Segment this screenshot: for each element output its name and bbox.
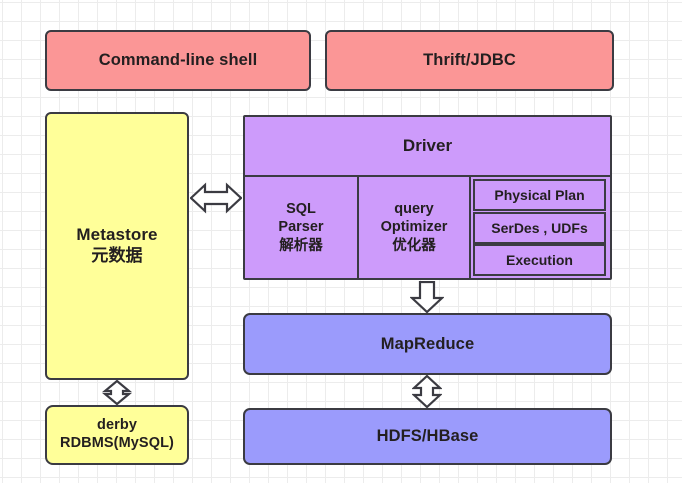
node-query-optimizer-line3: 优化器 [392, 237, 436, 254]
node-command-line-shell-label: Command-line shell [98, 51, 258, 70]
node-mapreduce[interactable]: MapReduce [243, 313, 612, 375]
node-mapreduce-label: MapReduce [380, 334, 475, 353]
node-physical-plan-label: Physical Plan [494, 187, 585, 203]
arrow-driver-mapreduce-down [410, 281, 444, 313]
node-execution-label: Execution [506, 252, 573, 268]
arrow-metastore-derby-bidirectional [102, 380, 132, 405]
node-rdbms-label: RDBMS(MySQL) [60, 435, 174, 451]
node-hdfs-hbase[interactable]: HDFS/HBase [243, 408, 612, 465]
node-sql-parser-line1: SQL [286, 201, 316, 218]
node-thrift-jdbc[interactable]: Thrift/JDBC [325, 30, 614, 91]
node-command-line-shell[interactable]: Command-line shell [45, 30, 311, 91]
arrow-mapreduce-hdfs-bidirectional [412, 375, 442, 408]
node-sql-parser-line2: Parser [278, 219, 324, 236]
node-query-optimizer-line2: Optimizer [380, 219, 448, 236]
node-execution[interactable]: Execution [473, 244, 606, 276]
node-driver-title: Driver [245, 117, 610, 177]
node-driver[interactable]: Driver SQL Parser 解析器 query Optimizer 优化… [243, 115, 612, 280]
node-sql-parser[interactable]: SQL Parser 解析器 [245, 177, 359, 278]
node-derby-label: derby [97, 417, 137, 434]
node-physical-plan[interactable]: Physical Plan [473, 179, 606, 211]
node-derby-rdbms[interactable]: derby RDBMS(MySQL) [45, 405, 189, 465]
node-metastore-label: Metastore [76, 225, 158, 245]
node-driver-title-label: Driver [402, 136, 453, 155]
node-hdfs-hbase-label: HDFS/HBase [376, 427, 479, 446]
node-serdes-udfs[interactable]: SerDes , UDFs [473, 211, 606, 244]
node-metastore-label-cn: 元数据 [91, 246, 143, 265]
node-sql-parser-line3: 解析器 [279, 237, 323, 254]
driver-columns: SQL Parser 解析器 query Optimizer 优化器 Physi… [245, 177, 610, 278]
node-serdes-udfs-label: SerDes , UDFs [491, 219, 588, 236]
node-metastore[interactable]: Metastore 元数据 [45, 112, 189, 380]
node-query-optimizer-line1: query [394, 201, 434, 218]
node-thrift-jdbc-label: Thrift/JDBC [423, 51, 516, 70]
arrow-metastore-driver-bidirectional [190, 182, 242, 214]
driver-execution-stack: Physical Plan SerDes , UDFs Execution [471, 177, 610, 278]
node-query-optimizer[interactable]: query Optimizer 优化器 [359, 177, 471, 278]
